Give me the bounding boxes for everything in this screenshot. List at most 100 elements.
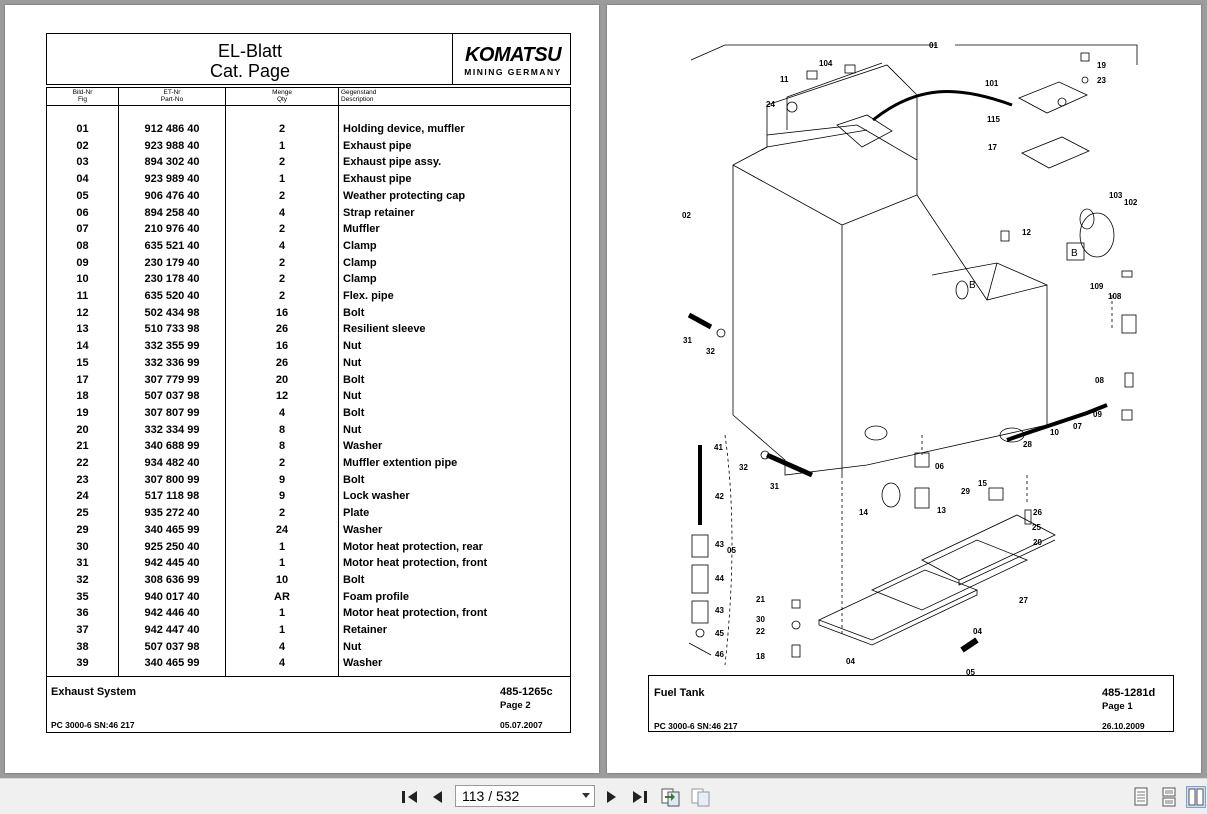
- page-title-line2: Cat. Page: [209, 61, 291, 81]
- cell-qty: 20: [275, 373, 289, 386]
- cell-part-no: 332 334 99: [144, 423, 200, 436]
- continuous-view-icon[interactable]: [1160, 787, 1178, 807]
- page-number-select[interactable]: 113 / 532: [455, 785, 595, 807]
- cell-part-no: 912 486 40: [144, 123, 200, 135]
- cell-part-no: 940 017 40: [144, 590, 200, 603]
- catalog-page-left: EL-Blatt Cat. Page KOMATSU MINING GERMAN…: [5, 5, 599, 773]
- cell-fig: 35: [76, 590, 89, 603]
- cell-part-no: 942 447 40: [144, 624, 200, 636]
- callout-B: B: [969, 280, 976, 291]
- last-page-icon[interactable]: [630, 787, 650, 807]
- single-page-view-icon[interactable]: [1132, 787, 1150, 807]
- cell-qty: AR: [274, 590, 290, 603]
- logo-subtitle: MINING GERMANY: [464, 67, 562, 77]
- cell-fig: 36: [76, 607, 89, 620]
- cell-description: Nut: [343, 390, 362, 403]
- callout-07: 07: [1073, 422, 1082, 431]
- cell-fig: 11: [76, 290, 89, 302]
- cell-fig: 04: [76, 173, 89, 186]
- callout-06: 06: [935, 462, 944, 471]
- next-page-icon[interactable]: [603, 787, 621, 807]
- callout-11: 11: [780, 75, 789, 84]
- callout-09: 09: [1093, 410, 1102, 419]
- cell-fig: 09: [76, 256, 89, 269]
- cell-description: Nut: [343, 340, 362, 353]
- cell-fig: 08: [76, 239, 89, 252]
- cell-qty: 2: [278, 256, 286, 269]
- callout-10: 10: [1050, 428, 1059, 437]
- cell-qty: 8: [278, 423, 286, 436]
- cell-part-no: 502 434 98: [144, 306, 200, 319]
- cell-description: Nut: [343, 356, 362, 369]
- callout-115: 115: [987, 115, 1000, 124]
- cell-qty: 4: [278, 657, 286, 670]
- col-header-part: ET-Nr Part-No: [119, 89, 225, 103]
- callout-45: 45: [715, 629, 724, 638]
- callout-21: 21: [756, 595, 765, 604]
- cell-description: Muffler extention pipe: [343, 457, 458, 469]
- cell-description: Clamp: [343, 239, 377, 252]
- cell-qty: 12: [275, 390, 289, 403]
- callout-14: 14: [859, 508, 868, 517]
- cell-part-no: 934 482 40: [144, 457, 200, 469]
- cell-qty: 2: [278, 156, 286, 169]
- callout-04: 04: [846, 657, 855, 666]
- cell-part-no: 210 976 40: [144, 223, 200, 236]
- callout-12: 12: [1022, 228, 1031, 237]
- page-title-line1: EL-Blatt: [217, 41, 283, 61]
- callout-28: 28: [1023, 440, 1032, 449]
- col-header-part-en: Part-No: [160, 96, 184, 103]
- prev-page-icon[interactable]: [428, 787, 446, 807]
- cell-part-no: 517 118 98: [144, 490, 200, 503]
- next-view-icon[interactable]: [690, 787, 712, 807]
- cell-description: Exhaust pipe: [343, 139, 412, 152]
- cell-part-no: 308 636 99: [144, 573, 200, 586]
- cell-part-no: 507 037 98: [144, 390, 200, 403]
- catalog-page-right: 01 B B: [607, 5, 1201, 773]
- cell-part-no: 894 302 40: [144, 156, 200, 169]
- callout-102: 102: [1124, 198, 1138, 207]
- cell-description: Washer: [343, 657, 383, 670]
- cell-qty: 16: [275, 306, 289, 319]
- cell-qty: 10: [275, 573, 289, 586]
- col-header-qty-de: Menge: [272, 89, 292, 96]
- cell-description: Bolt: [343, 473, 365, 486]
- komatsu-logo: KOMATSU MINING GERMANY: [459, 44, 567, 78]
- cell-fig: 10: [76, 273, 89, 286]
- col-header-desc-en: Description: [341, 96, 374, 103]
- cell-part-no: 230 178 40: [144, 273, 200, 286]
- cell-fig: 20: [76, 423, 89, 436]
- cell-fig: 05: [76, 189, 89, 202]
- cell-fig: 39: [76, 657, 89, 670]
- first-page-icon[interactable]: [400, 787, 420, 807]
- callout-108: 108: [1108, 292, 1122, 301]
- callout-04: 04: [973, 627, 982, 636]
- previous-view-icon[interactable]: [660, 787, 682, 807]
- cell-qty: 1: [278, 173, 286, 186]
- cell-qty: 24: [275, 523, 289, 536]
- callout-05: 05: [966, 668, 975, 675]
- cell-qty: 9: [278, 490, 286, 503]
- cell-fig: 03: [76, 156, 89, 169]
- cell-fig: 19: [76, 406, 89, 419]
- cell-fig: 17: [76, 373, 89, 386]
- two-page-view-icon[interactable]: [1186, 786, 1206, 808]
- cell-qty: 2: [278, 223, 286, 236]
- callout-15: 15: [978, 479, 987, 488]
- footer-model: PC 3000-6 SN:46 217: [51, 720, 135, 730]
- cell-part-no: 923 988 40: [144, 139, 200, 152]
